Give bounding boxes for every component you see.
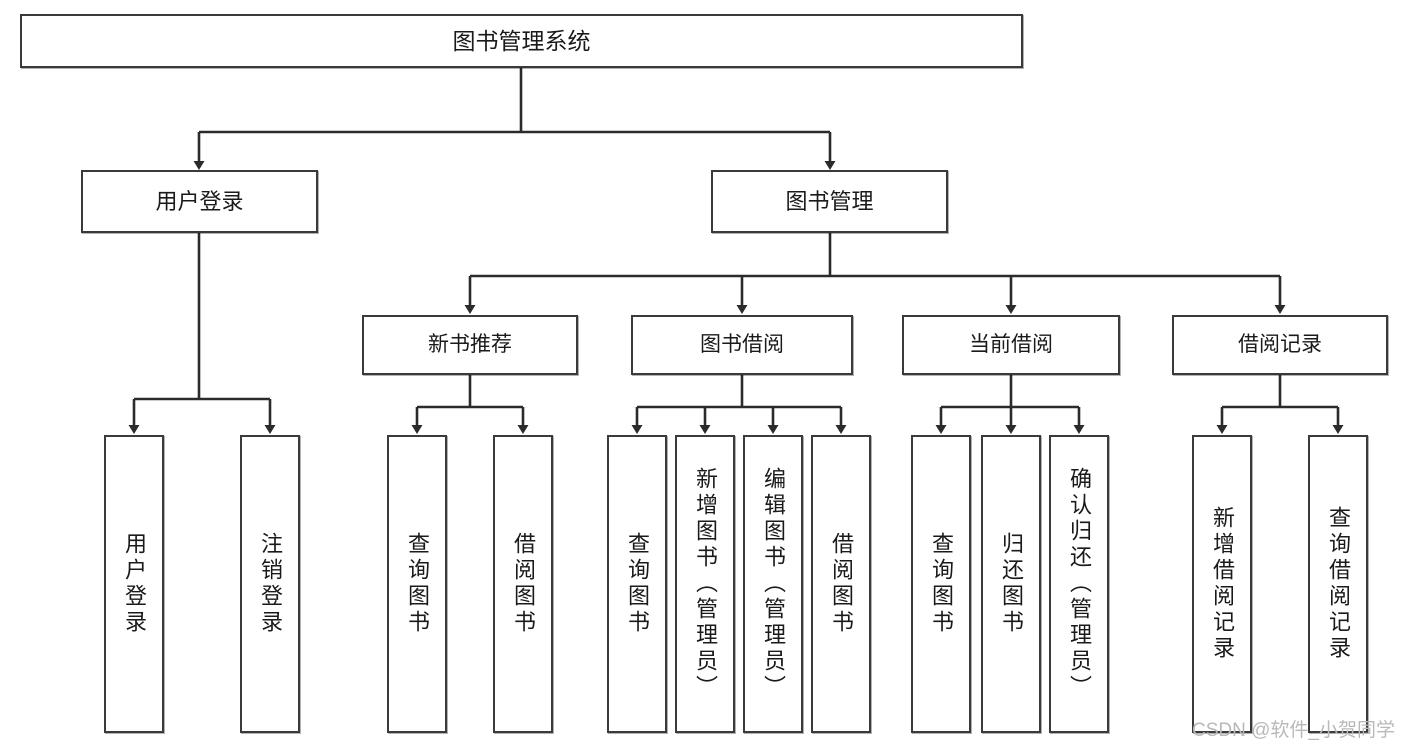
- leaf-book-borrow-borrow-label: 借阅图书: [829, 532, 854, 636]
- leaf-new-book-borrow[interactable]: 借阅图书: [493, 435, 553, 733]
- leaf-current-borrow-confirm[interactable]: 确认归还（管理员）: [1049, 435, 1109, 733]
- leaf-book-borrow-query[interactable]: 查询图书: [607, 435, 667, 733]
- node-book-management-label: 图书管理: [785, 188, 874, 214]
- leaf-book-borrow-add-label: 新增图书（管理员）: [693, 467, 718, 701]
- leaf-user-login-signin[interactable]: 用户登录: [104, 435, 164, 733]
- node-book-borrow[interactable]: 图书借阅: [631, 315, 853, 375]
- leaf-new-book-query[interactable]: 查询图书: [387, 435, 447, 733]
- leaf-user-login-signout-label: 注销登录: [258, 532, 283, 636]
- node-borrow-record[interactable]: 借阅记录: [1172, 315, 1388, 375]
- node-current-borrow-label: 当前借阅: [969, 332, 1053, 356]
- node-root-label: 图书管理系统: [452, 27, 591, 54]
- leaf-current-borrow-return-label: 归还图书: [999, 532, 1024, 636]
- watermark: CSDN @软件_小贺同学: [1192, 720, 1395, 741]
- leaf-book-borrow-add[interactable]: 新增图书（管理员）: [675, 435, 735, 733]
- node-user-login-label: 用户登录: [155, 188, 244, 214]
- leaf-current-borrow-query-label: 查询图书: [929, 532, 954, 636]
- leaf-book-borrow-edit[interactable]: 编辑图书（管理员）: [743, 435, 803, 733]
- node-book-management[interactable]: 图书管理: [711, 170, 948, 233]
- leaf-current-borrow-confirm-label: 确认归还（管理员）: [1067, 467, 1092, 701]
- node-borrow-record-label: 借阅记录: [1238, 332, 1322, 356]
- node-root[interactable]: 图书管理系统: [20, 14, 1023, 68]
- leaf-borrow-record-add-label: 新增借阅记录: [1210, 506, 1235, 662]
- leaf-user-login-signin-label: 用户登录: [122, 532, 147, 636]
- node-current-borrow[interactable]: 当前借阅: [902, 315, 1120, 375]
- leaf-user-login-signout[interactable]: 注销登录: [240, 435, 300, 733]
- leaf-borrow-record-query[interactable]: 查询借阅记录: [1308, 435, 1368, 733]
- leaf-borrow-record-query-label: 查询借阅记录: [1326, 506, 1351, 662]
- node-book-borrow-label: 图书借阅: [700, 332, 784, 356]
- leaf-book-borrow-query-label: 查询图书: [625, 532, 650, 636]
- leaf-book-borrow-edit-label: 编辑图书（管理员）: [761, 467, 786, 701]
- leaf-borrow-record-add[interactable]: 新增借阅记录: [1192, 435, 1252, 733]
- node-new-book-recommend[interactable]: 新书推荐: [362, 315, 578, 375]
- leaf-current-borrow-query[interactable]: 查询图书: [911, 435, 971, 733]
- leaf-book-borrow-borrow[interactable]: 借阅图书: [811, 435, 871, 733]
- node-user-login[interactable]: 用户登录: [81, 170, 318, 233]
- leaf-new-book-query-label: 查询图书: [405, 532, 430, 636]
- leaf-current-borrow-return[interactable]: 归还图书: [981, 435, 1041, 733]
- node-new-book-recommend-label: 新书推荐: [428, 332, 512, 356]
- leaf-new-book-borrow-label: 借阅图书: [511, 532, 536, 636]
